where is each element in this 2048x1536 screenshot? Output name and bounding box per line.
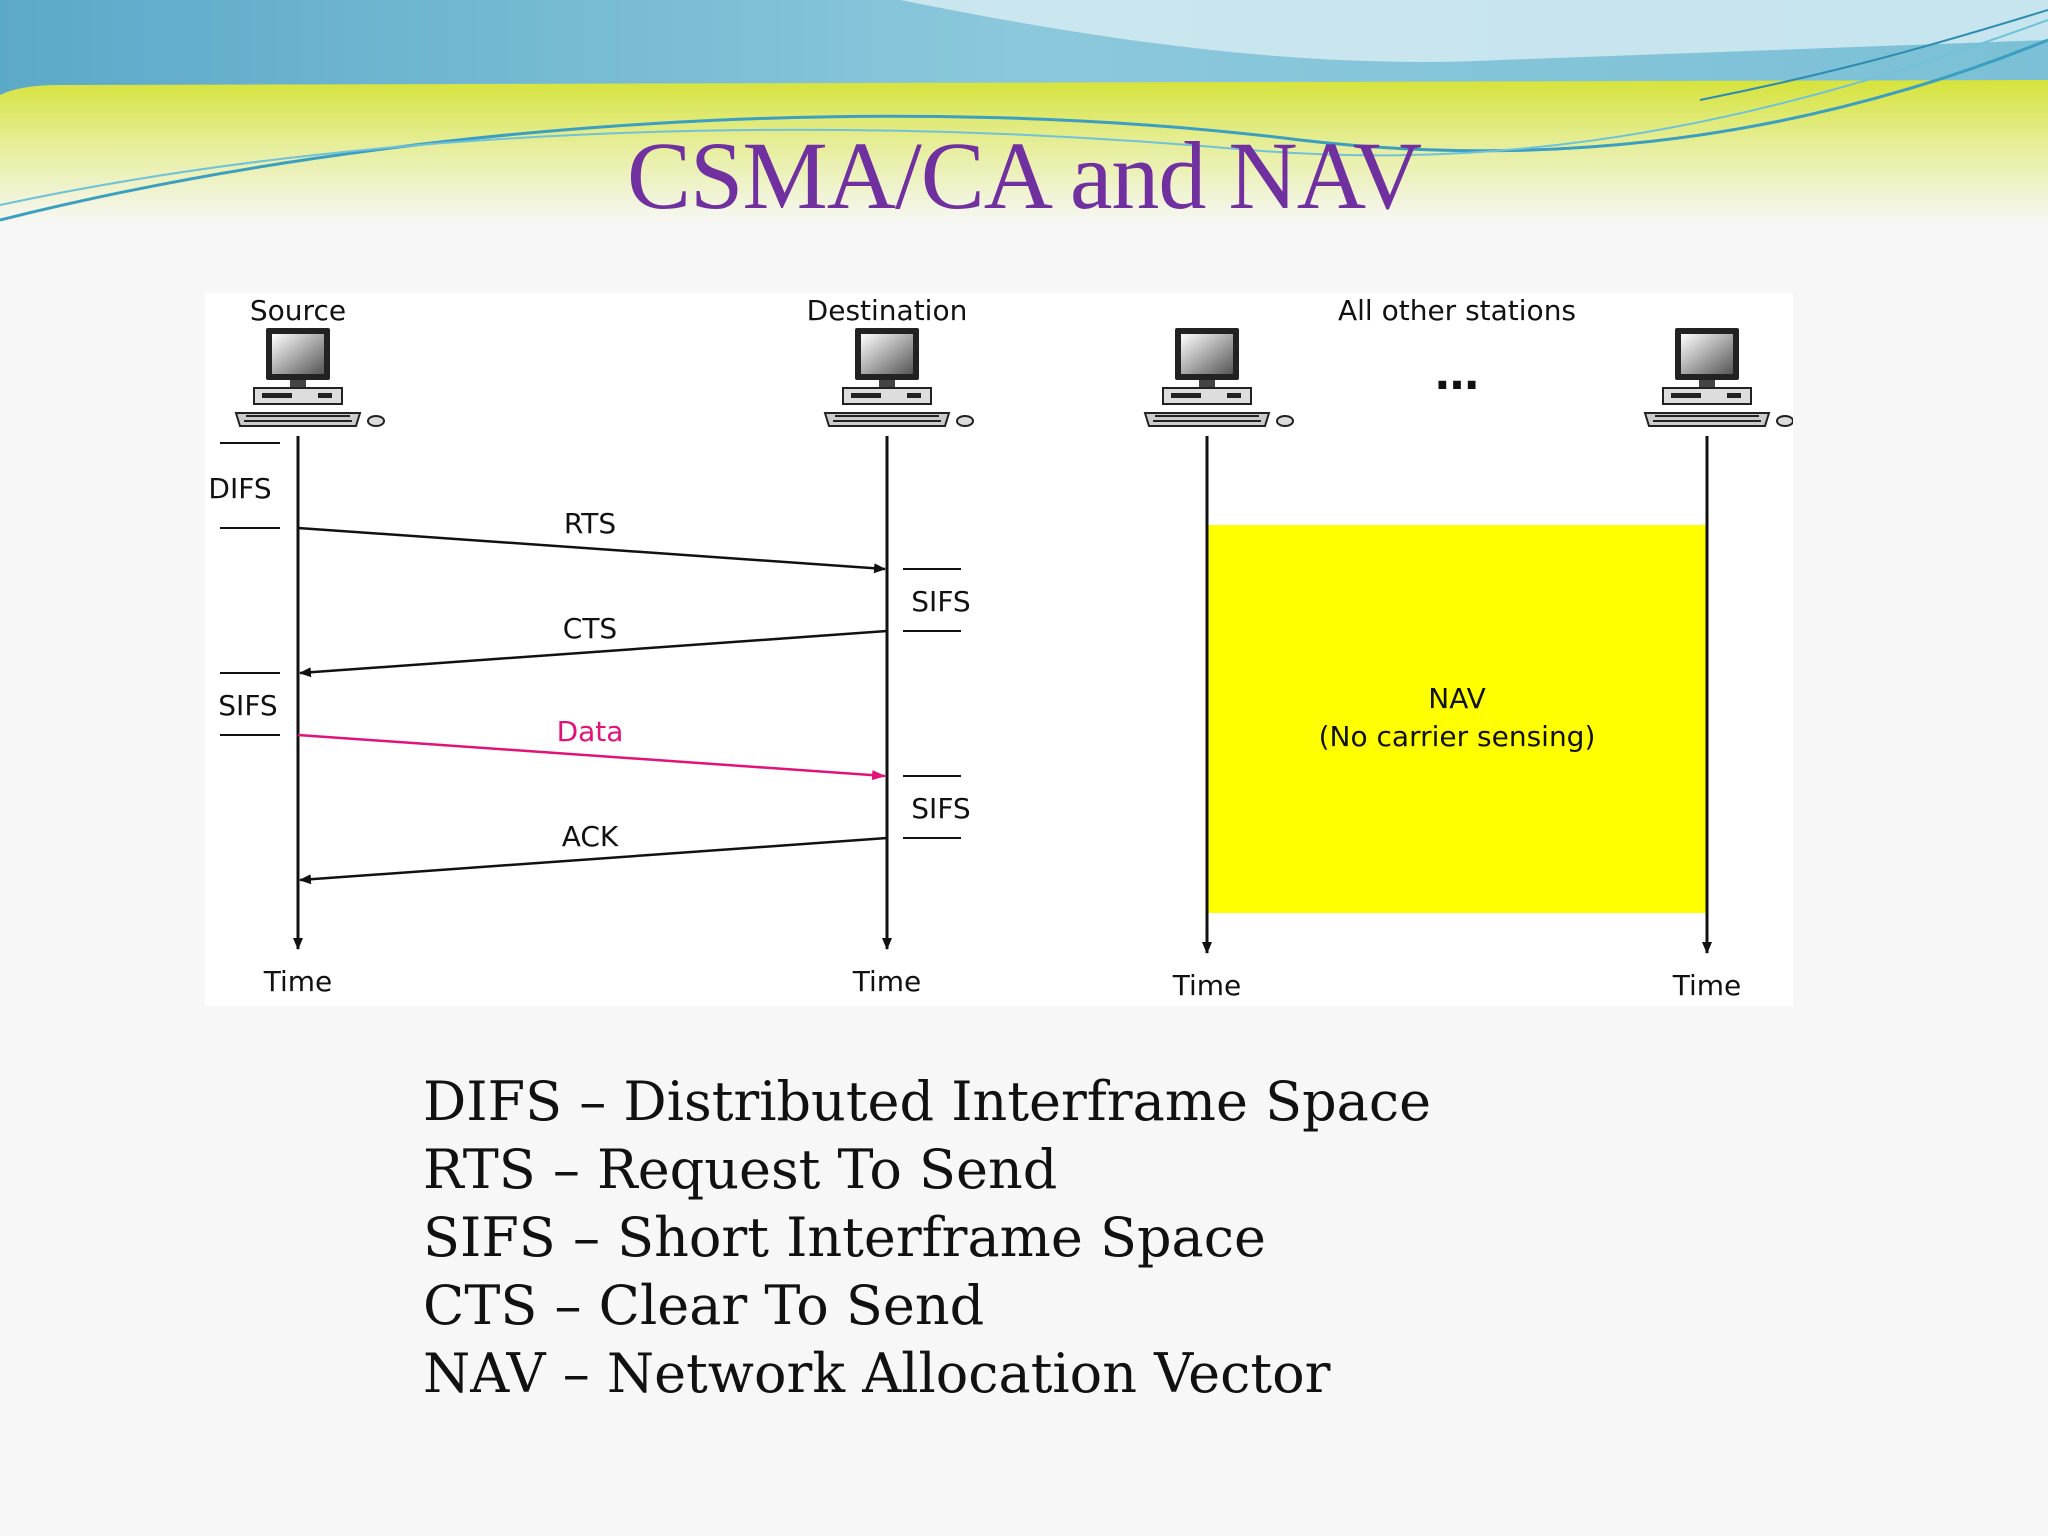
data-arrow [297, 733, 886, 781]
ack-label: ACK [562, 820, 619, 853]
sifs-label: SIFS [218, 689, 277, 722]
time-label: Time [263, 965, 333, 998]
header-banner [0, 0, 2048, 225]
legend-item-rts: RTS – Request To Send [423, 1138, 1058, 1201]
ellipsis: … [1435, 349, 1479, 400]
legend-item-cts: CTS – Clear To Send [423, 1274, 985, 1337]
difs-label: DIFS [208, 472, 271, 505]
time-label: Time [1672, 969, 1742, 1002]
other-stations-label: All other stations [1338, 294, 1576, 327]
other-station-computer-icon [1144, 327, 1294, 427]
csma-ca-diagram: Source Destination All other stations … … [208, 294, 1793, 1002]
nav-subtitle: (No carrier sensing) [1319, 720, 1596, 753]
destination-computer-icon [824, 327, 974, 427]
sifs-label: SIFS [911, 792, 970, 825]
nav-title: NAV [1428, 682, 1485, 715]
time-label: Time [852, 965, 922, 998]
slide-title: CSMA/CA and NAV [626, 122, 1422, 229]
legend-item-nav: NAV – Network Allocation Vector [423, 1342, 1331, 1405]
cts-arrow [299, 629, 888, 678]
source-computer-icon [235, 327, 385, 427]
rts-label: RTS [564, 507, 616, 540]
time-label: Time [1172, 969, 1242, 1002]
abbreviation-legend: DIFS – Distributed Interframe Space RTS … [423, 1068, 1431, 1408]
other-station-computer-icon [1644, 327, 1793, 427]
rts-arrow [297, 526, 886, 574]
legend-item-sifs: SIFS – Short Interframe Space [423, 1206, 1266, 1269]
source-label: Source [250, 294, 346, 327]
nav-box [1208, 525, 1706, 913]
legend-item-difs: DIFS – Distributed Interframe Space [423, 1070, 1432, 1133]
sifs-label: SIFS [911, 585, 970, 618]
data-label: Data [557, 715, 624, 748]
destination-label: Destination [807, 294, 968, 327]
interval-ticks [220, 442, 961, 839]
cts-label: CTS [563, 612, 617, 645]
ack-arrow [299, 836, 888, 885]
